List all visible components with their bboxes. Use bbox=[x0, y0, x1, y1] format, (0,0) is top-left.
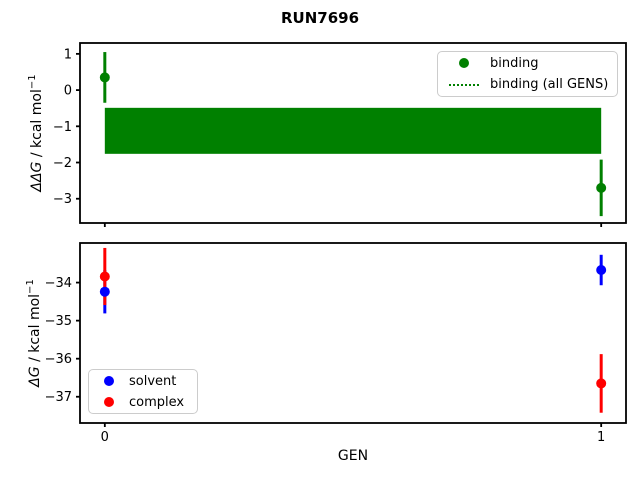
y-label-math: ΔΔG bbox=[28, 161, 45, 192]
y-tick-label: −35 bbox=[45, 314, 72, 329]
complex-dot-icon bbox=[104, 397, 114, 407]
y-tick-label: −37 bbox=[45, 390, 72, 405]
y-label-math: ΔG bbox=[26, 366, 43, 387]
complex-data-point bbox=[596, 378, 607, 389]
solvent-data-point bbox=[99, 286, 110, 297]
solvent-dot-icon bbox=[104, 376, 114, 386]
legend-item-binding-all-gens: binding (all GENS) bbox=[438, 75, 617, 95]
y-label-exponent: −1 bbox=[27, 74, 39, 90]
y-tick-label: 0 bbox=[64, 84, 72, 99]
axes-frame bbox=[79, 42, 627, 224]
y-label-units: / kcal mol bbox=[26, 293, 43, 367]
y-tick-label: −34 bbox=[45, 276, 72, 291]
x-axis-label: GEN bbox=[337, 448, 369, 464]
legend-label: solvent bbox=[129, 373, 177, 389]
binding-data-point bbox=[99, 72, 110, 83]
figure-title: RUN7696 bbox=[280, 9, 360, 27]
bottom-legend: solvent complex bbox=[88, 369, 198, 414]
x-tick-label: 0 bbox=[101, 430, 109, 445]
y-label-exponent: −1 bbox=[25, 279, 37, 294]
binding-data-point bbox=[596, 182, 607, 193]
axes-frame bbox=[79, 242, 627, 424]
solvent-data-point bbox=[596, 265, 607, 276]
legend-label: binding bbox=[490, 55, 539, 71]
bottom-y-axis-label: ΔG / kcal mol−1 bbox=[25, 279, 43, 387]
y-tick-label: −3 bbox=[53, 192, 72, 207]
legend-item-solvent: solvent bbox=[89, 371, 197, 391]
dotted-line-icon bbox=[449, 83, 479, 86]
uncertainty-band bbox=[104, 107, 602, 154]
top-y-axis-label: ΔΔG / kcal mol−1 bbox=[27, 74, 45, 191]
y-tick-label: −36 bbox=[45, 352, 72, 367]
legend-label: complex bbox=[129, 394, 185, 410]
x-tick-label: 1 bbox=[597, 430, 605, 445]
y-label-units: / kcal mol bbox=[28, 89, 45, 162]
legend-item-complex: complex bbox=[89, 392, 197, 412]
legend-label: binding (all GENS) bbox=[490, 77, 609, 93]
y-tick-label: −1 bbox=[53, 120, 72, 135]
binding-dot-icon bbox=[459, 58, 469, 69]
y-tick-label: 1 bbox=[64, 47, 72, 62]
complex-data-point bbox=[99, 271, 110, 282]
legend-item-binding: binding bbox=[438, 53, 617, 73]
top-legend: binding binding (all GENS) bbox=[437, 51, 618, 97]
y-tick-label: −2 bbox=[53, 156, 72, 171]
